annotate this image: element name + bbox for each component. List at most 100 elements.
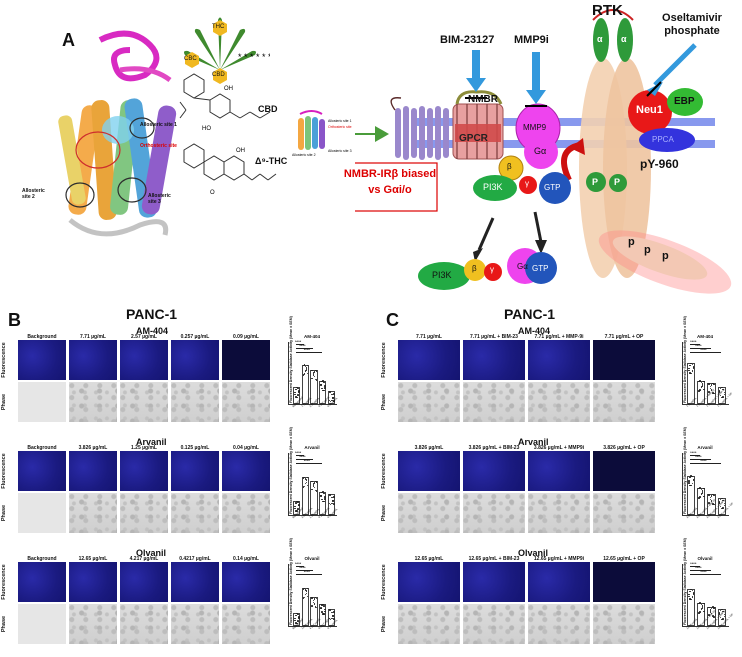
panel_b-group-1-dot-0-7 xyxy=(296,510,298,512)
panel_b-group-1-dot-0-8 xyxy=(297,508,299,510)
panel_c-group-0-fluorescence-image-2 xyxy=(528,340,590,380)
p-label-right: P xyxy=(614,177,621,187)
panel_b-group-2-dot-0-3 xyxy=(297,613,299,616)
panel_b-group-0-plot: ************ xyxy=(288,339,337,405)
panel_c-group-2-fluorescence-image-0 xyxy=(398,562,460,602)
panel_b-group-2-fluorescence-image-0 xyxy=(18,562,66,602)
panel_b-group-2-dot-3-4 xyxy=(324,610,326,613)
panel_c-group-1-dot-0-5 xyxy=(688,482,690,484)
panel_b-group-0-dot-0-9 xyxy=(298,391,300,393)
panel_b-group-2-dot-4-4 xyxy=(333,611,335,613)
panel_b-group-2-dot-0-1 xyxy=(295,614,297,617)
panel_b-group-0-dot-4-6 xyxy=(329,391,332,393)
panel_b-group-2-fluorescence-image-4 xyxy=(222,562,270,602)
panel_b-group-0-phase-image-4 xyxy=(222,382,270,422)
allosteric-site-1-label: Allosteric site 1 xyxy=(140,122,177,128)
panel_b-group-2-dot-2-3 xyxy=(314,606,317,608)
panel_b-group-0-row-label-1: Phase xyxy=(1,393,7,411)
panel_b-group-1-sig-line-1 xyxy=(295,459,314,462)
panel_c-group-1-dot-0-3 xyxy=(691,475,694,478)
panel_b-group-0-dot-2-4 xyxy=(315,379,318,381)
panel_c-group-2-phase-image-1 xyxy=(463,604,525,644)
panel_b-group-1-dot-3-5 xyxy=(320,494,322,497)
panel_b-group-2-dot-4-1 xyxy=(329,618,332,621)
panel_b-group-0-plot-title: AM-404 xyxy=(303,334,320,339)
panel_c-group-0-fluorescence-image-1 xyxy=(463,340,525,380)
oseltamivir-label: Oseltamivir phosphate xyxy=(662,12,722,37)
panel_b-group-0-dot-0-7 xyxy=(296,396,298,399)
orthosteric-site-label: Orthosteric site xyxy=(140,143,177,149)
panel_b-group-2-dot-4-3 xyxy=(332,614,334,616)
small-p-1: p xyxy=(628,236,635,248)
panel_c-group-2-dot-0-6 xyxy=(689,598,691,600)
panel_c-group-0-col-3-label: 7.71 µg/mL + OP xyxy=(604,334,644,340)
panel_c-group-2-dot-3-2 xyxy=(721,618,723,621)
panel_b-group-0-col-3-label: 0.257 µg/mL xyxy=(180,334,210,340)
panel_c-group-1-dot-2-4 xyxy=(713,503,715,506)
panel_b-group-2-dot-2-5 xyxy=(311,605,313,607)
panel_b-group-1-col-4-label: 0.04 µg/mL xyxy=(233,445,259,451)
alpha-label-right: α xyxy=(621,34,627,44)
panel_c-group-0-sig-2: **** xyxy=(700,347,707,352)
panel_b-group-0-row-label-0: Fluorescence xyxy=(1,342,7,378)
panel_c-group-1-col-1-label: 3.826 µg/mL + BIM-23 xyxy=(468,445,520,451)
panel_c-group-1-fluorescence-image-2 xyxy=(528,451,590,491)
panel_b-group-2-dot-1-9 xyxy=(306,587,309,590)
panel_c-group-2-dot-2-3 xyxy=(712,615,714,617)
panel_c-group-1-dot-1-4 xyxy=(703,495,705,497)
panel_c-group-1-sig-line-0 xyxy=(690,455,701,458)
panel_c-group-1-col-0-label: 3.826 µg/mL xyxy=(414,445,444,451)
panel_c-group-2-sig-line-0 xyxy=(690,566,701,569)
ebp-label: EBP xyxy=(674,96,695,107)
panel_c-group-1-dot-1-7 xyxy=(700,493,703,495)
py960-label: pY-960 xyxy=(640,157,679,171)
panel_b-group-0-col-1-label: 7.71 µg/mL xyxy=(80,334,106,340)
panel_c-group-2-col-1-label: 12.65 µg/mL + BIM-23 xyxy=(468,556,520,562)
panel_b-group-2-dot-0-6 xyxy=(295,622,297,624)
panel_b-group-0-dot-3-6 xyxy=(321,380,323,383)
panel_c-group-1-sig-2: **** xyxy=(700,458,707,463)
panel_b-group-2-dot-2-6 xyxy=(312,601,314,604)
mmp9-label: MMP9 xyxy=(523,123,547,132)
panel_b-group-0-sig-2: **** xyxy=(303,347,310,352)
panel_b-group-0-dot-3-0 xyxy=(320,384,322,386)
panel_b-group-2-col-1-label: 12.65 µg/mL xyxy=(78,556,108,562)
panel_b-group-1-dot-1-6 xyxy=(303,485,306,488)
panel_b-group-1-sig-line-0 xyxy=(295,455,305,458)
panel_b-group-1-dot-3-1 xyxy=(321,498,323,501)
panel_c-group-0-dot-3-4 xyxy=(723,393,726,396)
panel_c-group-0-phase-image-1 xyxy=(463,382,525,422)
panel_b-group-1-dot-4-0 xyxy=(328,502,331,505)
panel_b-group-2-dot-2-7 xyxy=(313,598,316,600)
panel_b-group-0-dot-0-1 xyxy=(295,388,297,391)
panel_c-group-1-dot-1-5 xyxy=(698,497,700,499)
panel_b-group-2-dot-4-0 xyxy=(328,617,331,620)
panel_c-group-0-dot-0-8 xyxy=(691,370,694,372)
panel_b-group-2-fluorescence-image-2 xyxy=(120,562,168,602)
biased-text-line1: NMBR-IRβ biased xyxy=(343,168,437,180)
panel_b-group-2-dot-1-5 xyxy=(302,597,305,599)
panel_b-group-2-col-2-label: 4.217 µg/mL xyxy=(129,556,159,562)
panel_b-group-1-dot-4-6 xyxy=(329,494,332,496)
panel_c-group-2-phase-image-2 xyxy=(528,604,590,644)
panel_c-group-0-sig-line-2 xyxy=(690,352,721,355)
panel_c-group-1-dot-3-4 xyxy=(723,504,726,507)
panel_c-group-1-dot-3-8 xyxy=(722,499,724,502)
panel_b-group-1-dot-4-8 xyxy=(332,500,334,502)
svg-text:* * * * * *: * * * * * * xyxy=(238,52,270,62)
panel_c-group-0-dot-2-2 xyxy=(710,389,713,391)
panel_b-group-0-dot-2-0 xyxy=(311,369,313,372)
mmp9i-label: MMP9i xyxy=(514,34,549,46)
panel_b-group-1-col-1-label: 3.826 µg/mL xyxy=(78,445,108,451)
panel_b-group-0-fluorescence-image-2 xyxy=(120,340,168,380)
panel_b-group-1-dot-3-8 xyxy=(323,492,325,495)
panel_b-group-1-dot-2-2 xyxy=(313,486,316,489)
panel_c-group-1-dot-3-9 xyxy=(723,502,726,505)
panel_c-group-0-dot-0-7 xyxy=(690,372,692,375)
panel_b-group-1-dot-1-7 xyxy=(304,482,307,485)
panel_b-group-2-dot-1-3 xyxy=(305,592,308,595)
panel_c-group-1-dot-0-8 xyxy=(691,482,694,485)
panel_b-group-2-phase-image-4 xyxy=(222,604,270,644)
panel_c-group-2-dot-1-7 xyxy=(700,608,703,610)
panel_c-group-2-sig-0: **** xyxy=(690,561,697,566)
